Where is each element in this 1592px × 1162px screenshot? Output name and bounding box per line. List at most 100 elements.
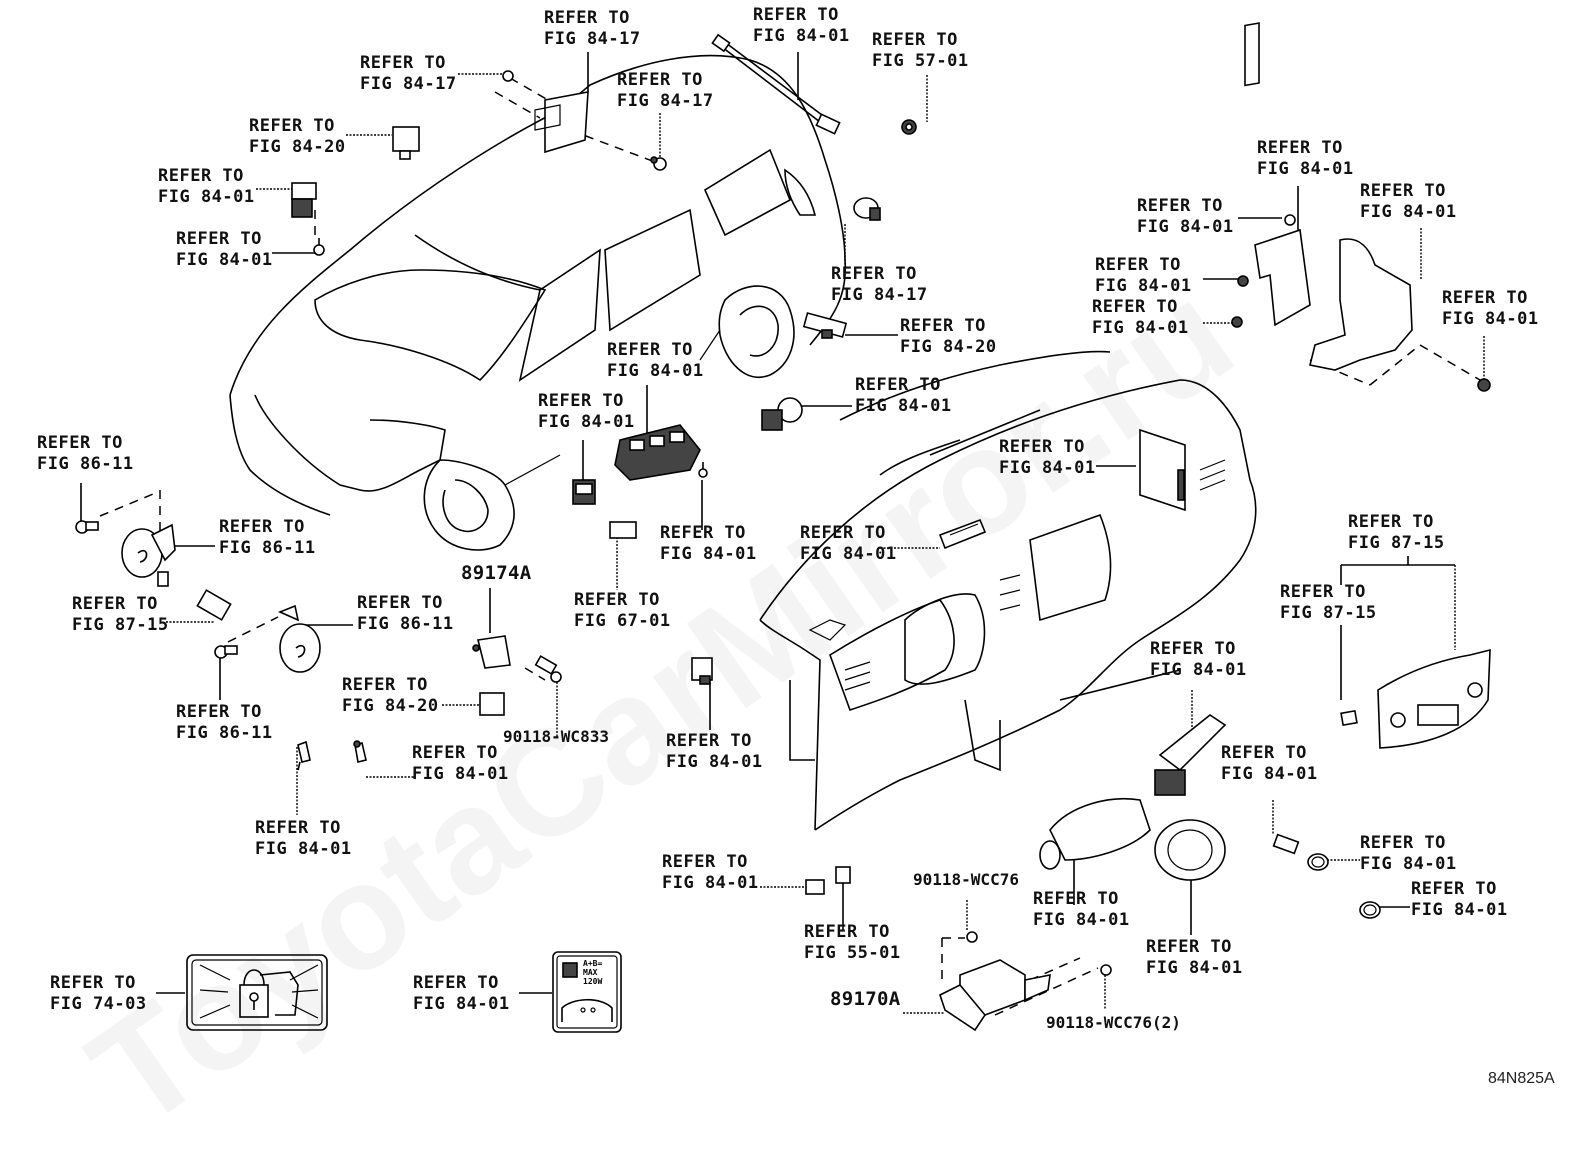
switch-dash-lower-part <box>691 657 713 685</box>
screw-part <box>313 238 325 256</box>
bulb-socket-part <box>297 740 311 771</box>
switch-part <box>291 182 317 218</box>
horn-bottom-part <box>277 604 321 673</box>
part-number-airbag-sensor-front: 89174A <box>461 562 532 584</box>
nut-part <box>1477 378 1491 392</box>
horn-bolt-top-part <box>75 520 99 534</box>
figure-code: 84N825A <box>1488 1070 1555 1087</box>
power-outlet-label-artwork <box>552 951 622 1033</box>
roof-screw-part <box>502 70 514 82</box>
instrument-panel <box>759 350 1257 831</box>
single-switch-part <box>572 479 596 505</box>
spiral-cable-part <box>1154 819 1226 881</box>
airbag-ecu-part <box>939 959 1051 1032</box>
airbag-ecu-bolt-part <box>966 931 978 943</box>
wire-harness-part <box>711 33 841 135</box>
airbag-sensor-front-part <box>472 635 511 669</box>
roof-console-part <box>534 91 589 154</box>
sensor-part <box>853 197 881 221</box>
wiper-switch-part <box>1039 797 1151 870</box>
power-outlet-rating: A+B= MAX 120W <box>583 959 603 986</box>
relay-lower-part <box>479 692 505 716</box>
nut-part <box>1284 214 1296 226</box>
horn-top-part <box>121 523 176 587</box>
ring-2-part <box>1359 901 1381 919</box>
window-switch-screw-part <box>698 462 708 478</box>
ring-1-part <box>1307 853 1329 871</box>
grommet-part <box>901 119 917 135</box>
small-switch-part <box>609 521 637 539</box>
nut-part <box>1237 275 1249 287</box>
diagram-artwork <box>75 22 1491 1033</box>
vehicle-outline <box>229 54 847 551</box>
combination-switch-part <box>1154 714 1227 796</box>
bulb-part <box>353 740 367 763</box>
heater-knob-part <box>1340 709 1358 727</box>
bracket-right-part <box>1309 238 1413 371</box>
roof-clip-part <box>650 156 667 171</box>
horn-bolt-bottom-part <box>214 645 238 659</box>
switch-55-left-part <box>805 879 825 895</box>
ignition-switch-part <box>761 397 803 431</box>
sensor-84-20-part <box>802 312 848 339</box>
dash-ecu-part <box>1139 428 1186 512</box>
part-number-airbag-ecu: 89170A <box>830 988 901 1010</box>
nut-part <box>1231 316 1243 328</box>
heater-panel-part <box>1377 648 1491 749</box>
part-number-airbag-sensor-bolt: 90118-WC833 <box>503 727 609 746</box>
power-window-switch-part <box>614 424 701 481</box>
parts-diagram: ToyotaCarMirror.ru <box>37 5 1555 1159</box>
lamp-socket-part <box>1272 833 1300 855</box>
part-number-airbag-ecu-bolts: 90118-WCC76(2) <box>1046 1013 1181 1032</box>
airbag-ecu-bolts-part <box>1100 964 1112 976</box>
airbag-sensor-bolt-part <box>534 655 562 683</box>
dash-sensor-part <box>938 518 987 550</box>
relay-part <box>392 126 420 160</box>
part-number-airbag-ecu-bolt: 90118-WCC76 <box>913 870 1019 889</box>
connector-87-15-part <box>196 589 232 621</box>
switch-55-part <box>835 866 851 884</box>
